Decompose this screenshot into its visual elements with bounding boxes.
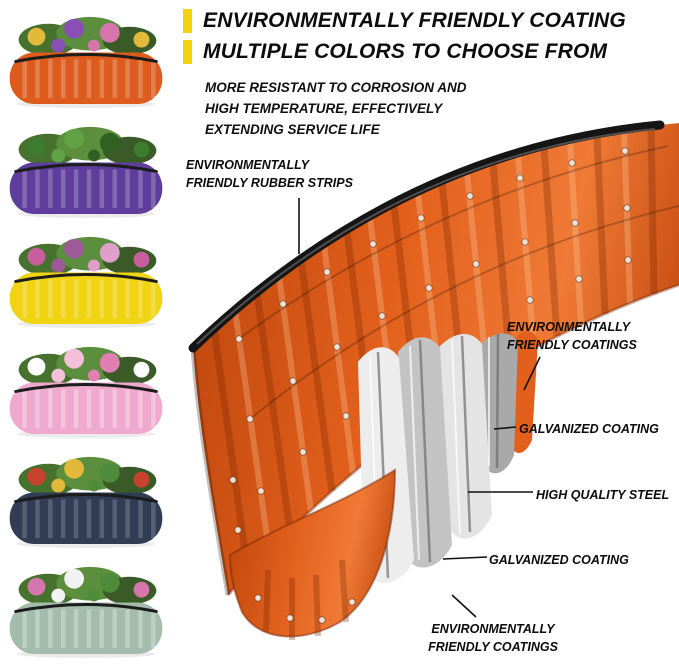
plants (18, 346, 157, 386)
color-options-column (0, 0, 172, 665)
panel-left-edge (190, 347, 231, 596)
headline-row-2: MULTIPLE COLORS TO CHOOSE FROM (183, 40, 626, 64)
callout-rubber-strips-line1: ENVIRONMENTALLY (186, 158, 310, 172)
corrugation (22, 169, 156, 209)
callout-rubber-strips-line2: FRIENDLY RUBBER STRIPS (186, 176, 353, 190)
accent-bar-icon (183, 9, 192, 33)
corrugation-ridges-dark (210, 125, 658, 574)
plants (18, 456, 157, 496)
color-option-orange (2, 4, 170, 109)
color-option-sage (2, 554, 170, 659)
plants (18, 566, 157, 606)
callout-galvanized-bottom: GALVANIZED COATING (489, 551, 629, 569)
callout-coatings-bottom-line1: ENVIRONMENTALLY (431, 622, 555, 636)
description: MORE RESISTANT TO CORROSION AND HIGH TEM… (205, 77, 467, 140)
callout-galvanized-bottom-label: GALVANIZED COATING (489, 553, 629, 567)
bed (9, 382, 163, 439)
callout-galvanized-top-label: GALVANIZED COATING (519, 422, 659, 436)
garden-bed-photo-yellow (9, 236, 163, 329)
panel-seams (238, 145, 679, 420)
rim-strip (14, 603, 158, 613)
rim-strip (14, 383, 158, 393)
plants (18, 16, 157, 56)
accent-bar-icon (183, 40, 192, 64)
callout-coatings-bottom: ENVIRONMENTALLY FRIENDLY COATINGS (404, 620, 582, 656)
description-line-1: MORE RESISTANT TO CORROSION AND (205, 80, 467, 95)
corrugation (22, 609, 156, 649)
garden-bed-photo-purple (9, 126, 163, 219)
callout-line-coatings-top (523, 356, 541, 391)
rivets (229, 147, 632, 624)
headline-row-1: ENVIRONMENTALLY FRIENDLY COATING (183, 9, 626, 33)
panel-front-bottom (228, 468, 397, 640)
description-line-2: HIGH TEMPERATURE, EFFECTIVELY (205, 101, 443, 116)
callout-steel: HIGH QUALITY STEEL (536, 486, 669, 504)
color-option-purple (2, 114, 170, 219)
title-line-2: MULTIPLE COLORS TO CHOOSE FROM (203, 40, 608, 63)
bed (9, 52, 163, 109)
callout-line-coatings-bottom (451, 594, 477, 618)
corrugation (22, 59, 156, 99)
corrugation-ridges-light (232, 129, 633, 552)
title-line-1: ENVIRONMENTALLY FRIENDLY COATING (203, 9, 626, 32)
color-option-pink (2, 334, 170, 439)
callout-galvanized-top: GALVANIZED COATING (519, 420, 659, 438)
callout-line-galvanized-top (493, 426, 517, 430)
callout-coatings-top-line1: ENVIRONMENTALLY (507, 320, 631, 334)
plants (18, 126, 157, 166)
garden-bed-photo-sage (9, 566, 163, 659)
bed (9, 492, 163, 549)
rim-strip (14, 273, 158, 283)
garden-bed-photo-navy (9, 456, 163, 549)
callout-coatings-top-line2: FRIENDLY COATINGS (507, 338, 637, 352)
color-option-navy (2, 444, 170, 549)
callout-lines (298, 198, 541, 618)
rim-strip (14, 493, 158, 503)
front-ridges (263, 559, 349, 640)
callout-line-galvanized-bottom (442, 556, 488, 560)
color-option-yellow (2, 224, 170, 329)
bed (9, 162, 163, 219)
callout-coatings-top: ENVIRONMENTALLY FRIENDLY COATINGS (507, 318, 637, 354)
corrugation (22, 389, 156, 429)
bed (9, 602, 163, 659)
rubber-strip (188, 120, 665, 353)
corrugation (22, 279, 156, 319)
callout-steel-label: HIGH QUALITY STEEL (536, 488, 670, 502)
callout-coatings-bottom-line2: FRIENDLY COATINGS (428, 640, 558, 654)
plants (18, 236, 157, 276)
garden-bed-photo-orange (9, 16, 163, 109)
rim-strip (14, 163, 158, 173)
callout-rubber-strips: ENVIRONMENTALLY FRIENDLY RUBBER STRIPS (186, 156, 353, 192)
description-line-3: EXTENDING SERVICE LIFE (205, 122, 380, 137)
headline: ENVIRONMENTALLY FRIENDLY COATING MULTIPL… (183, 9, 626, 64)
cutaway-layers (358, 331, 538, 583)
garden-bed-photo-pink (9, 346, 163, 439)
corrugation (22, 499, 156, 539)
bed (9, 272, 163, 329)
rubber-strip-highlight (196, 128, 656, 345)
rim-strip (14, 53, 158, 63)
